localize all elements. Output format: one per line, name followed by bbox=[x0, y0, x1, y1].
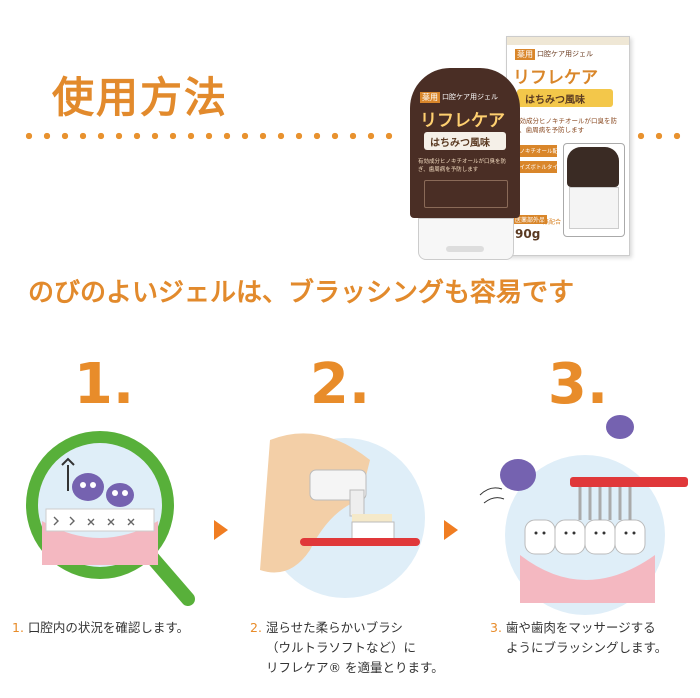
box-flavor: はちみつ風味 bbox=[525, 95, 585, 106]
step-caption-2-line1: 湿らせた柔らかいブラシ bbox=[265, 620, 403, 635]
step-caption-3-line1: 歯や歯肉をマッサージする bbox=[505, 620, 656, 635]
box-tag1: ヒノキチオール配合 bbox=[514, 149, 564, 155]
step-caption-2-line2: （ウルトラソフトなど）に bbox=[266, 640, 417, 655]
arrow-right-icon-2 bbox=[444, 520, 458, 540]
box-weight: 90g bbox=[515, 227, 541, 241]
magnifier-illustration bbox=[26, 431, 195, 606]
step-caption-1-num: 1. bbox=[12, 620, 24, 635]
brushing-illustration bbox=[479, 415, 688, 615]
box-tag2: ワイズボトルタイプ bbox=[514, 165, 564, 171]
product-tube: 薬用 口腔ケア用ジェル リフレケア はちみつ風味 有効成分ヒノキチオールが口臭を… bbox=[410, 68, 520, 260]
step-caption-1: 1. 口腔内の状況を確認します。 bbox=[12, 618, 189, 638]
step-number-2: 2. bbox=[309, 352, 371, 417]
tube-desc: 有効成分ヒノキチオールが口臭を防ぎ、歯周病を予防します bbox=[418, 159, 507, 173]
tube-flavor: はちみつ風味 bbox=[430, 138, 490, 149]
tube-name: リフレケア bbox=[420, 111, 505, 131]
step-caption-3-num: 3. bbox=[490, 620, 502, 635]
product-image: 薬用 口腔ケア用ジェル リフレケア はちみつ風味 有効成分ヒノキチオールが口臭を… bbox=[410, 32, 650, 262]
step-number-3: 3. bbox=[547, 352, 609, 417]
step-caption-3: 3. 歯や歯肉をマッサージする ようにブラッシングします。 bbox=[490, 618, 667, 658]
step-number-1: 1. bbox=[73, 352, 135, 417]
box-quasi: 医薬部外品 bbox=[513, 215, 548, 224]
step-caption-3-line2: ようにブラッシングします。 bbox=[506, 640, 668, 655]
box-free: 無配合 bbox=[543, 219, 562, 226]
box-badge: 薬用 bbox=[515, 49, 535, 60]
tube-badge: 薬用 bbox=[420, 92, 440, 103]
box-category: 口腔ケア用ジェル bbox=[537, 50, 593, 58]
tube-category: 口腔ケア用ジェル bbox=[442, 93, 498, 101]
step-caption-2-num: 2. bbox=[250, 620, 262, 635]
step-caption-2: 2. 湿らせた柔らかいブラシ （ウルトラソフトなど）に リフレケア® を適量とり… bbox=[250, 618, 444, 678]
dotted-divider bbox=[20, 132, 400, 140]
box-name: リフレケア bbox=[513, 68, 598, 88]
product-box: 薬用 口腔ケア用ジェル リフレケア はちみつ風味 有効成分ヒノキチオールが口臭を… bbox=[506, 36, 630, 256]
subheading: のびのよいジェルは、ブラッシングも容易です bbox=[28, 278, 575, 308]
step-caption-2-line3: リフレケア® を適量とります。 bbox=[266, 660, 444, 675]
arrow-right-icon bbox=[214, 520, 228, 540]
brush-gel-illustration bbox=[260, 433, 425, 598]
step-caption-1-line1: 口腔内の状況を確認します。 bbox=[27, 620, 190, 635]
box-desc: 有効成分ヒノキチオールが口臭を防ぎ、歯周病を予防します bbox=[513, 117, 617, 134]
page-title: 使用方法 bbox=[52, 73, 229, 122]
